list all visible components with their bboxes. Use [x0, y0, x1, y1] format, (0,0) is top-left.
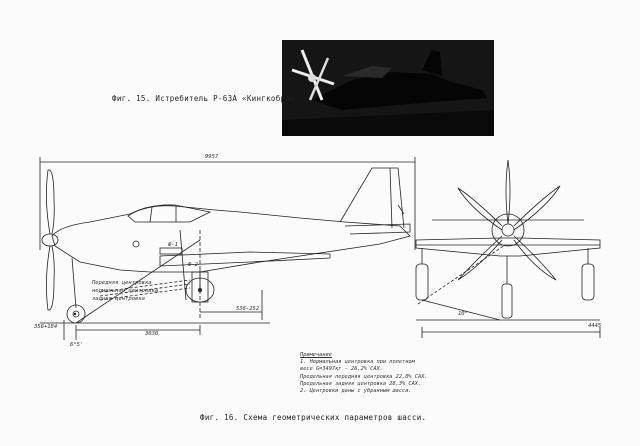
aircraft-photo-silhouette: [282, 40, 494, 136]
notes-line: Предельная передняя центровка 22,0% САХ.: [300, 373, 428, 380]
notes-line: Предельная задняя центровка 28,3% САХ.: [300, 380, 422, 387]
dim-label-a: Ф-1: [168, 242, 178, 248]
dim-nose-height: 356+184: [34, 324, 58, 330]
dim-wingspan: 4445: [588, 323, 602, 329]
notes-line: 1. Нормальная центровка при полетном: [300, 359, 415, 366]
label-normal-cg: нормальная центровка: [92, 288, 159, 294]
notes-block: Примечание 1. Нормальная центровка при п…: [300, 352, 428, 395]
figure15-caption: Фиг. 15. Истребитель P-63A «Кингкобра»: [112, 94, 295, 103]
aircraft-photo: [282, 40, 494, 136]
dim-side-angle: 10°: [458, 311, 468, 317]
label-rear-cg: задняя центровка: [92, 296, 145, 302]
notes-line: весе G=3497кг — 26,2% САХ.: [300, 366, 383, 373]
dim-main-offset: 538-252: [236, 306, 260, 312]
notes-heading: Примечание: [300, 352, 332, 358]
label-forward-cg: Передняя центровка: [92, 280, 152, 286]
notes-line: 2. Центровки даны с убранным шасси.: [300, 388, 412, 395]
dim-nose-angle: 6°5': [70, 342, 84, 348]
dim-label-b: Ф-2: [188, 262, 198, 268]
dim-length: 9957: [205, 154, 219, 160]
dim-gear-to-main: 3030: [145, 331, 159, 337]
figure16-caption: Фиг. 16. Схема геометрических параметров…: [200, 413, 427, 422]
